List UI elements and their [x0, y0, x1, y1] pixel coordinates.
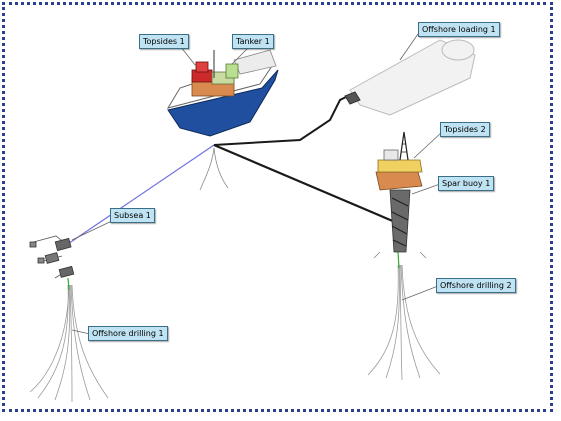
mooring-line	[213, 147, 229, 189]
spar-buoy-1-icon	[373, 131, 427, 259]
offshore-drilling-1-risers	[29, 284, 109, 403]
label-topsides-1: Topsides 1	[139, 34, 189, 49]
label-offshore-loading-1: Offshore loading 1	[418, 22, 500, 37]
label-subsea-1: Subsea 1	[110, 208, 155, 223]
riser-top-marker	[67, 277, 70, 291]
export-pipeline	[213, 143, 396, 224]
riser-top-marker	[397, 251, 400, 269]
subsea-templates	[29, 235, 75, 279]
mooring-line	[199, 147, 215, 191]
label-offshore-drilling-2: Offshore drilling 2	[436, 278, 516, 293]
offshore-loading-1-icon	[344, 39, 476, 116]
label-offshore-drilling-1: Offshore drilling 1	[88, 326, 168, 341]
label-spar-buoy-1: Spar buoy 1	[438, 176, 495, 191]
loading-pipeline	[213, 95, 349, 146]
label-connectors	[71, 33, 443, 335]
label-topsides-2: Topsides 2	[440, 122, 490, 137]
subsea-flowline	[61, 144, 215, 249]
label-tanker-1: Tanker 1	[232, 34, 274, 49]
tanker-1-icon	[166, 49, 279, 137]
offshore-drilling-2-risers	[367, 264, 441, 381]
